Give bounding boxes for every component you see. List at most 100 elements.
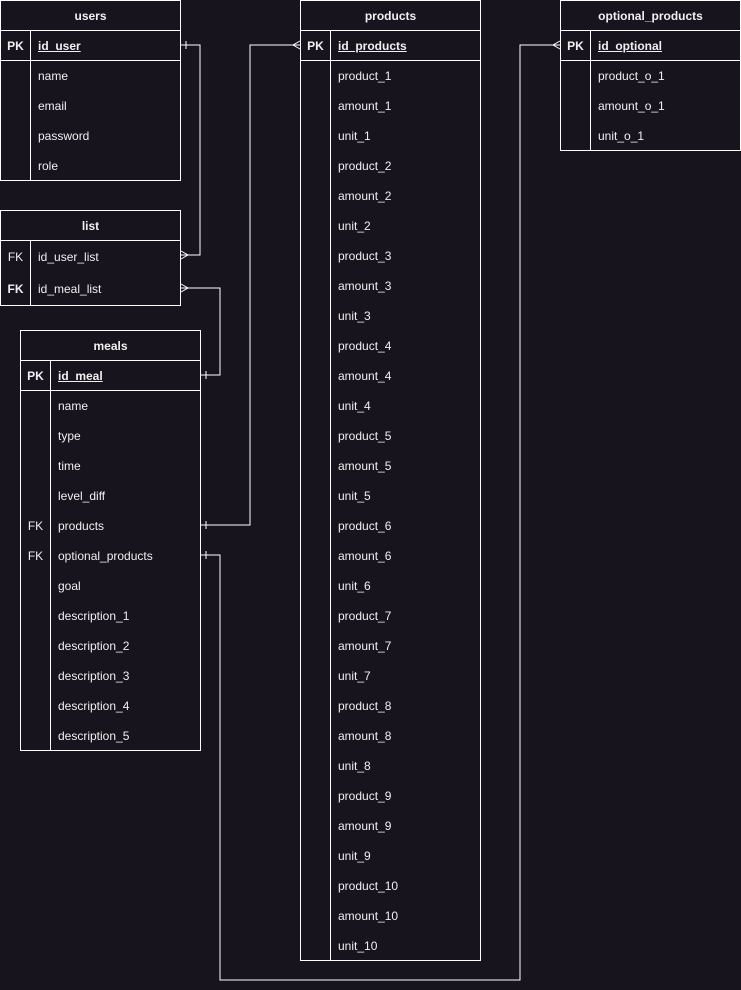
key-cell xyxy=(301,181,331,211)
meals-field-row: type xyxy=(21,421,200,451)
users-field-row: name xyxy=(1,61,180,91)
products-field-row: product_1 xyxy=(301,61,480,91)
products-field-row: product_5 xyxy=(301,421,480,451)
pk-label: PK xyxy=(1,31,31,60)
key-cell xyxy=(301,691,331,721)
field-name: description_5 xyxy=(58,729,130,743)
field-name: description_2 xyxy=(58,639,130,653)
key-cell xyxy=(301,841,331,871)
products-field-row: amount_1 xyxy=(301,91,480,121)
entity-optional-products[interactable]: optional_products PK id_optional product… xyxy=(560,0,741,151)
entity-list[interactable]: list FK id_user_list FK id_meal_list xyxy=(0,210,181,306)
field-name: product_7 xyxy=(338,609,392,623)
key-cell xyxy=(301,661,331,691)
products-field-row: amount_8 xyxy=(301,721,480,751)
key-cell xyxy=(301,541,331,571)
field-name: goal xyxy=(58,579,81,593)
field-name: name xyxy=(38,69,69,83)
field-name: amount_4 xyxy=(338,369,392,383)
meals-field-row: level_diff xyxy=(21,481,200,511)
pk-label: PK xyxy=(21,361,51,390)
products-field-row: unit_6 xyxy=(301,571,480,601)
field-name: product_9 xyxy=(338,789,392,803)
meals-pk-field: id_meal xyxy=(58,369,103,383)
key-cell xyxy=(21,421,51,451)
key-cell xyxy=(561,61,591,91)
key-cell xyxy=(21,631,51,661)
field-name: description_4 xyxy=(58,699,130,713)
key-cell xyxy=(301,751,331,781)
entity-products-title: products xyxy=(301,1,480,31)
optional-products-fields: product_o_1 amount_o_1 unit_o_1 xyxy=(561,61,740,151)
field-name: unit_2 xyxy=(338,219,371,233)
field-name: unit_7 xyxy=(338,669,371,683)
key-cell xyxy=(301,571,331,601)
field-name: amount_5 xyxy=(338,459,392,473)
key-cell xyxy=(301,331,331,361)
key-cell xyxy=(21,571,51,601)
field-name: amount_6 xyxy=(338,549,392,563)
users-pk-field: id_user xyxy=(38,39,81,53)
field-name: optional_products xyxy=(58,549,153,563)
field-name: role xyxy=(38,159,59,173)
products-field-row: product_10 xyxy=(301,871,480,901)
field-name: product_o_1 xyxy=(598,69,665,83)
users-field-row: email xyxy=(1,91,180,121)
field-name: unit_5 xyxy=(338,489,371,503)
key-cell xyxy=(301,61,331,91)
field-name: unit_6 xyxy=(338,579,371,593)
meals-field-row: description_1 xyxy=(21,601,200,631)
entity-optional-products-title: optional_products xyxy=(561,1,740,31)
list-field-row: FK id_meal_list xyxy=(1,273,180,305)
entity-users[interactable]: users PK id_user name email password rol… xyxy=(0,0,181,181)
key-cell xyxy=(1,61,31,91)
key-cell xyxy=(301,931,331,961)
field-name: amount_o_1 xyxy=(598,99,665,113)
products-field-row: amount_2 xyxy=(301,181,480,211)
key-cell xyxy=(301,241,331,271)
key-cell xyxy=(301,391,331,421)
field-name: products xyxy=(58,519,105,533)
key-cell xyxy=(301,811,331,841)
products-field-row: amount_9 xyxy=(301,811,480,841)
key-cell xyxy=(301,91,331,121)
products-field-row: unit_4 xyxy=(301,391,480,421)
products-pk-row: PK id_products xyxy=(301,31,480,61)
key-cell xyxy=(561,91,591,121)
field-name: amount_9 xyxy=(338,819,392,833)
pk-label: PK xyxy=(301,31,331,60)
key-cell xyxy=(21,451,51,481)
products-field-row: unit_7 xyxy=(301,661,480,691)
field-name: unit_8 xyxy=(338,759,371,773)
key-cell xyxy=(301,301,331,331)
key-cell xyxy=(301,631,331,661)
field-name: product_8 xyxy=(338,699,392,713)
key-cell xyxy=(561,121,591,151)
key-cell xyxy=(21,721,51,751)
key-cell xyxy=(301,901,331,931)
optional-products-pk-row: PK id_optional xyxy=(561,31,740,61)
key-cell xyxy=(301,721,331,751)
optional-products-field-row: product_o_1 xyxy=(561,61,740,91)
field-name: unit_1 xyxy=(338,129,371,143)
key-cell xyxy=(301,781,331,811)
key-cell xyxy=(21,601,51,631)
meals-field-row: description_3 xyxy=(21,661,200,691)
field-name: product_2 xyxy=(338,159,392,173)
products-field-row: product_4 xyxy=(301,331,480,361)
optional-products-field-row: amount_o_1 xyxy=(561,91,740,121)
field-name: unit_10 xyxy=(338,939,378,953)
key-cell xyxy=(1,121,31,151)
products-field-row: amount_3 xyxy=(301,271,480,301)
key-cell xyxy=(21,391,51,421)
field-name: unit_4 xyxy=(338,399,371,413)
field-name: product_10 xyxy=(338,879,399,893)
key-cell xyxy=(301,361,331,391)
key-cell xyxy=(301,211,331,241)
products-field-row: unit_5 xyxy=(301,481,480,511)
